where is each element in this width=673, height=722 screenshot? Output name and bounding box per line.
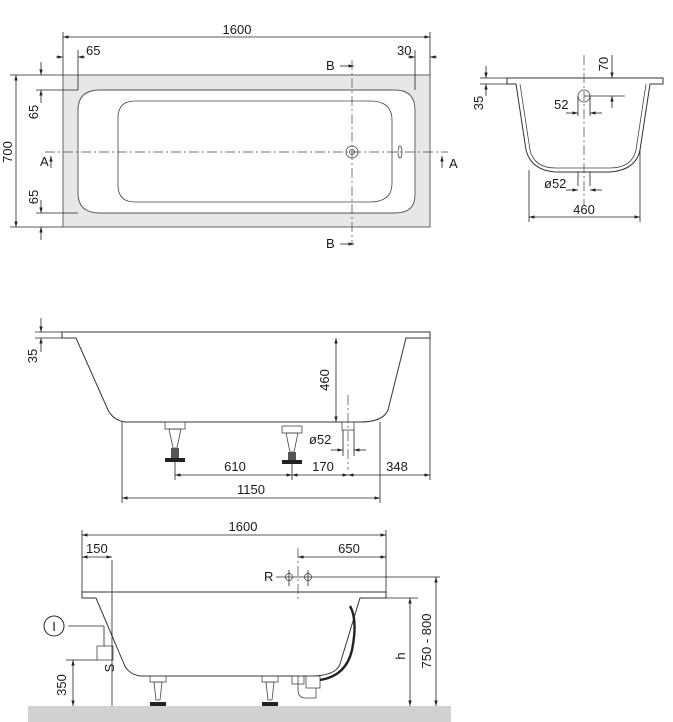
foot-right [281,425,303,464]
dim-top-margin: 65 [26,105,41,119]
dim-overflow-height: 70 [596,57,611,71]
dim-base-length: 1150 [237,482,265,497]
dim-right-edge: 30 [397,43,411,58]
dim-foot-spacing: 610 [224,459,246,474]
section-view: 35 70 52 ø52 460 [471,55,664,222]
label-s: S [102,663,117,672]
connector-s [96,645,114,661]
tub-inner-top [77,89,416,214]
dim-floor-height: 350 [54,674,69,696]
overflow-hose [319,605,356,682]
foot-left [164,421,186,462]
dim-rim-side: 35 [25,349,40,363]
siphon [297,676,317,699]
install-view: 1600 150 650 R S I 350 h 750 - 800 [28,519,451,722]
dim-drain-offset: 650 [338,541,360,556]
dim-left-offset: 150 [86,541,108,556]
section-a-left: A [40,154,49,169]
section-a-right: A [449,156,458,171]
top-view: 1600 65 30 700 65 65 A A B B [0,22,458,251]
dim-overflow-offset: 52 [554,97,568,112]
dim-bottom-margin: 65 [26,190,41,204]
dim-length-install: 1600 [229,519,258,534]
circle-i-icon [43,615,65,637]
foot-install-left [149,675,167,706]
dim-length-top: 1600 [223,22,252,37]
section-b-bottom: B [326,236,335,251]
label-h: h [393,652,408,659]
dim-inner-width: 460 [573,202,595,217]
dim-height-range: 750 - 800 [419,614,434,669]
tub-install [81,591,387,677]
tub-side [61,331,431,423]
floor [28,706,451,722]
label-i: I [52,619,56,634]
foot-install-right [261,675,279,706]
dim-drain-section: ø52 [544,176,566,191]
dim-drain-to-end: 348 [386,459,408,474]
side-view: 35 460 ø52 610 170 348 1150 [25,318,431,503]
tub-basin-top [117,100,393,203]
dim-depth-side: 460 [317,369,332,391]
dim-width-top: 700 [0,141,15,163]
section-b-top: B [326,58,335,73]
dim-foot-to-drain: 170 [312,459,334,474]
dim-rim-section: 35 [471,96,486,110]
dim-left-edge: 65 [86,43,100,58]
label-r: R [264,569,273,584]
dim-drain-side: ø52 [309,432,331,447]
